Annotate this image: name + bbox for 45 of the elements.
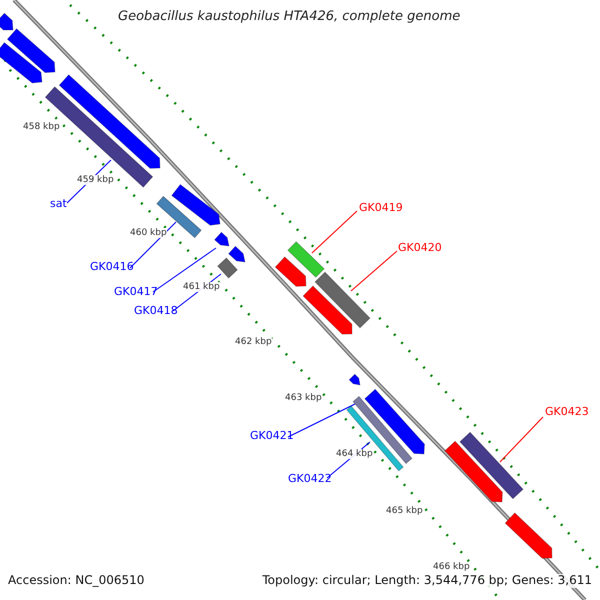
position-tick-label: 459 kbp xyxy=(77,175,114,186)
gene-bar xyxy=(348,374,360,386)
gene-bar xyxy=(6,28,56,73)
gene-bar xyxy=(58,74,160,169)
position-tick-label: 464 kbp xyxy=(336,449,373,460)
gene-bar xyxy=(302,285,352,334)
leader-line xyxy=(500,416,544,462)
gene-bar xyxy=(44,86,154,188)
genome-summary-text: Topology: circular; Length: 3,544,776 bp; Genes: 3,611 xyxy=(262,574,592,588)
position-tick-label: 466 kbp xyxy=(433,562,470,572)
gene-bar xyxy=(287,241,325,278)
position-tick-label: 465 kbp xyxy=(386,506,423,516)
position-tick-label: 462 kbp xyxy=(235,337,272,348)
leader-line xyxy=(152,248,216,292)
title: Geobacillus kaustophilus HTA426, complete genome xyxy=(118,10,460,25)
position-tick-label: 463 kbp xyxy=(285,393,322,404)
gene-bar xyxy=(0,42,42,84)
gene-bar xyxy=(459,432,524,500)
gene-bar xyxy=(352,396,413,464)
gene-label: GK0422 xyxy=(288,473,332,486)
position-tick-label: 458 kbp xyxy=(23,122,60,132)
gene-bar xyxy=(214,232,230,246)
gene-label: GK0418 xyxy=(134,305,178,318)
gene-bar xyxy=(217,257,238,279)
leader-line xyxy=(130,222,176,268)
gene-label: GK0420 xyxy=(398,242,442,255)
position-tick-label: 461 kbp xyxy=(183,282,220,292)
gene-label: GK0423 xyxy=(545,406,589,419)
gene-bar xyxy=(504,512,552,559)
leader-line xyxy=(288,404,356,438)
gene-bar xyxy=(314,272,371,328)
accession-text: Accession: NC_006510 xyxy=(8,574,144,588)
gene-label: GK0416 xyxy=(90,261,134,274)
leader-line xyxy=(350,250,398,292)
gene-bar xyxy=(0,12,14,30)
gene-bar xyxy=(444,440,503,502)
gene-bar xyxy=(171,184,220,226)
gene-bar xyxy=(228,246,246,262)
leader-line xyxy=(312,210,358,254)
gene-bar xyxy=(274,256,306,287)
gene-label: GK0421 xyxy=(250,430,294,443)
gene-label: sat xyxy=(50,198,67,211)
gene-label: GK0417 xyxy=(114,286,158,299)
position-tick-label: 460 kbp xyxy=(130,228,167,238)
gene-label: GK0419 xyxy=(359,202,403,215)
